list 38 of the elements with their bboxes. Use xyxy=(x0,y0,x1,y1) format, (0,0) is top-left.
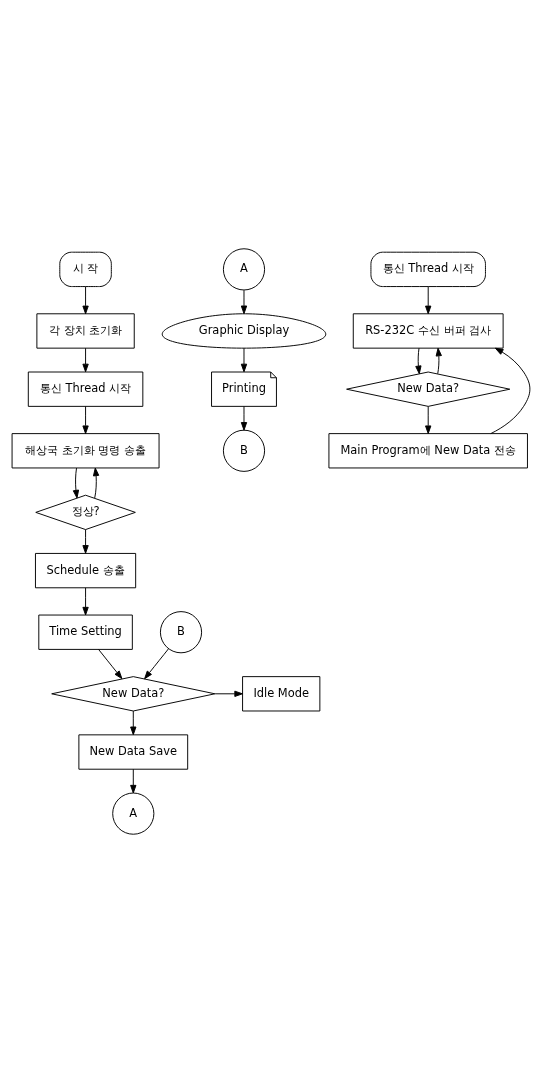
arrow xyxy=(240,405,248,431)
node-box: Time Setting xyxy=(38,614,133,650)
node-box: Main Program에 New Data 전송 xyxy=(328,432,528,468)
node-diamond: 정상? xyxy=(35,494,136,530)
arrow xyxy=(82,528,89,554)
arrow xyxy=(240,347,248,372)
node-circle: A xyxy=(222,247,266,290)
arrow xyxy=(214,690,243,697)
arrow xyxy=(130,710,137,735)
arrow xyxy=(82,405,89,434)
arrow xyxy=(130,768,137,793)
node-box: 각 장치 초기화 xyxy=(36,312,135,349)
node-diamond: New Data? xyxy=(51,675,216,711)
node-box: New Data Save xyxy=(78,733,189,770)
arrow xyxy=(415,347,422,374)
arrow xyxy=(144,647,169,679)
node-diamond: New Data? xyxy=(346,371,511,407)
arrow xyxy=(98,648,123,679)
arrow xyxy=(435,347,442,374)
arrow xyxy=(82,285,89,314)
node-box: 통신 Thread 시작 xyxy=(27,371,144,407)
node-circle: B xyxy=(159,610,203,653)
node-circle: B xyxy=(222,429,266,472)
node-box: 해상국 초기화 명령 송출 xyxy=(11,432,160,468)
node-box: 통신 Thread 시작 xyxy=(370,251,486,287)
node-box: 시 작 xyxy=(59,251,112,287)
node-box: Schedule 송출 xyxy=(35,552,137,588)
node-box: RS-232C 수신 버퍼 검사 xyxy=(352,312,504,349)
arrow xyxy=(92,467,100,498)
arrow xyxy=(425,285,432,314)
node-circle: A xyxy=(112,792,155,835)
arrow xyxy=(490,347,531,434)
arrow xyxy=(72,467,80,498)
node-box: Idle Mode xyxy=(242,675,321,711)
arrow xyxy=(425,405,432,434)
arrow xyxy=(82,347,89,372)
arrow xyxy=(240,289,248,314)
arrow xyxy=(82,586,89,615)
